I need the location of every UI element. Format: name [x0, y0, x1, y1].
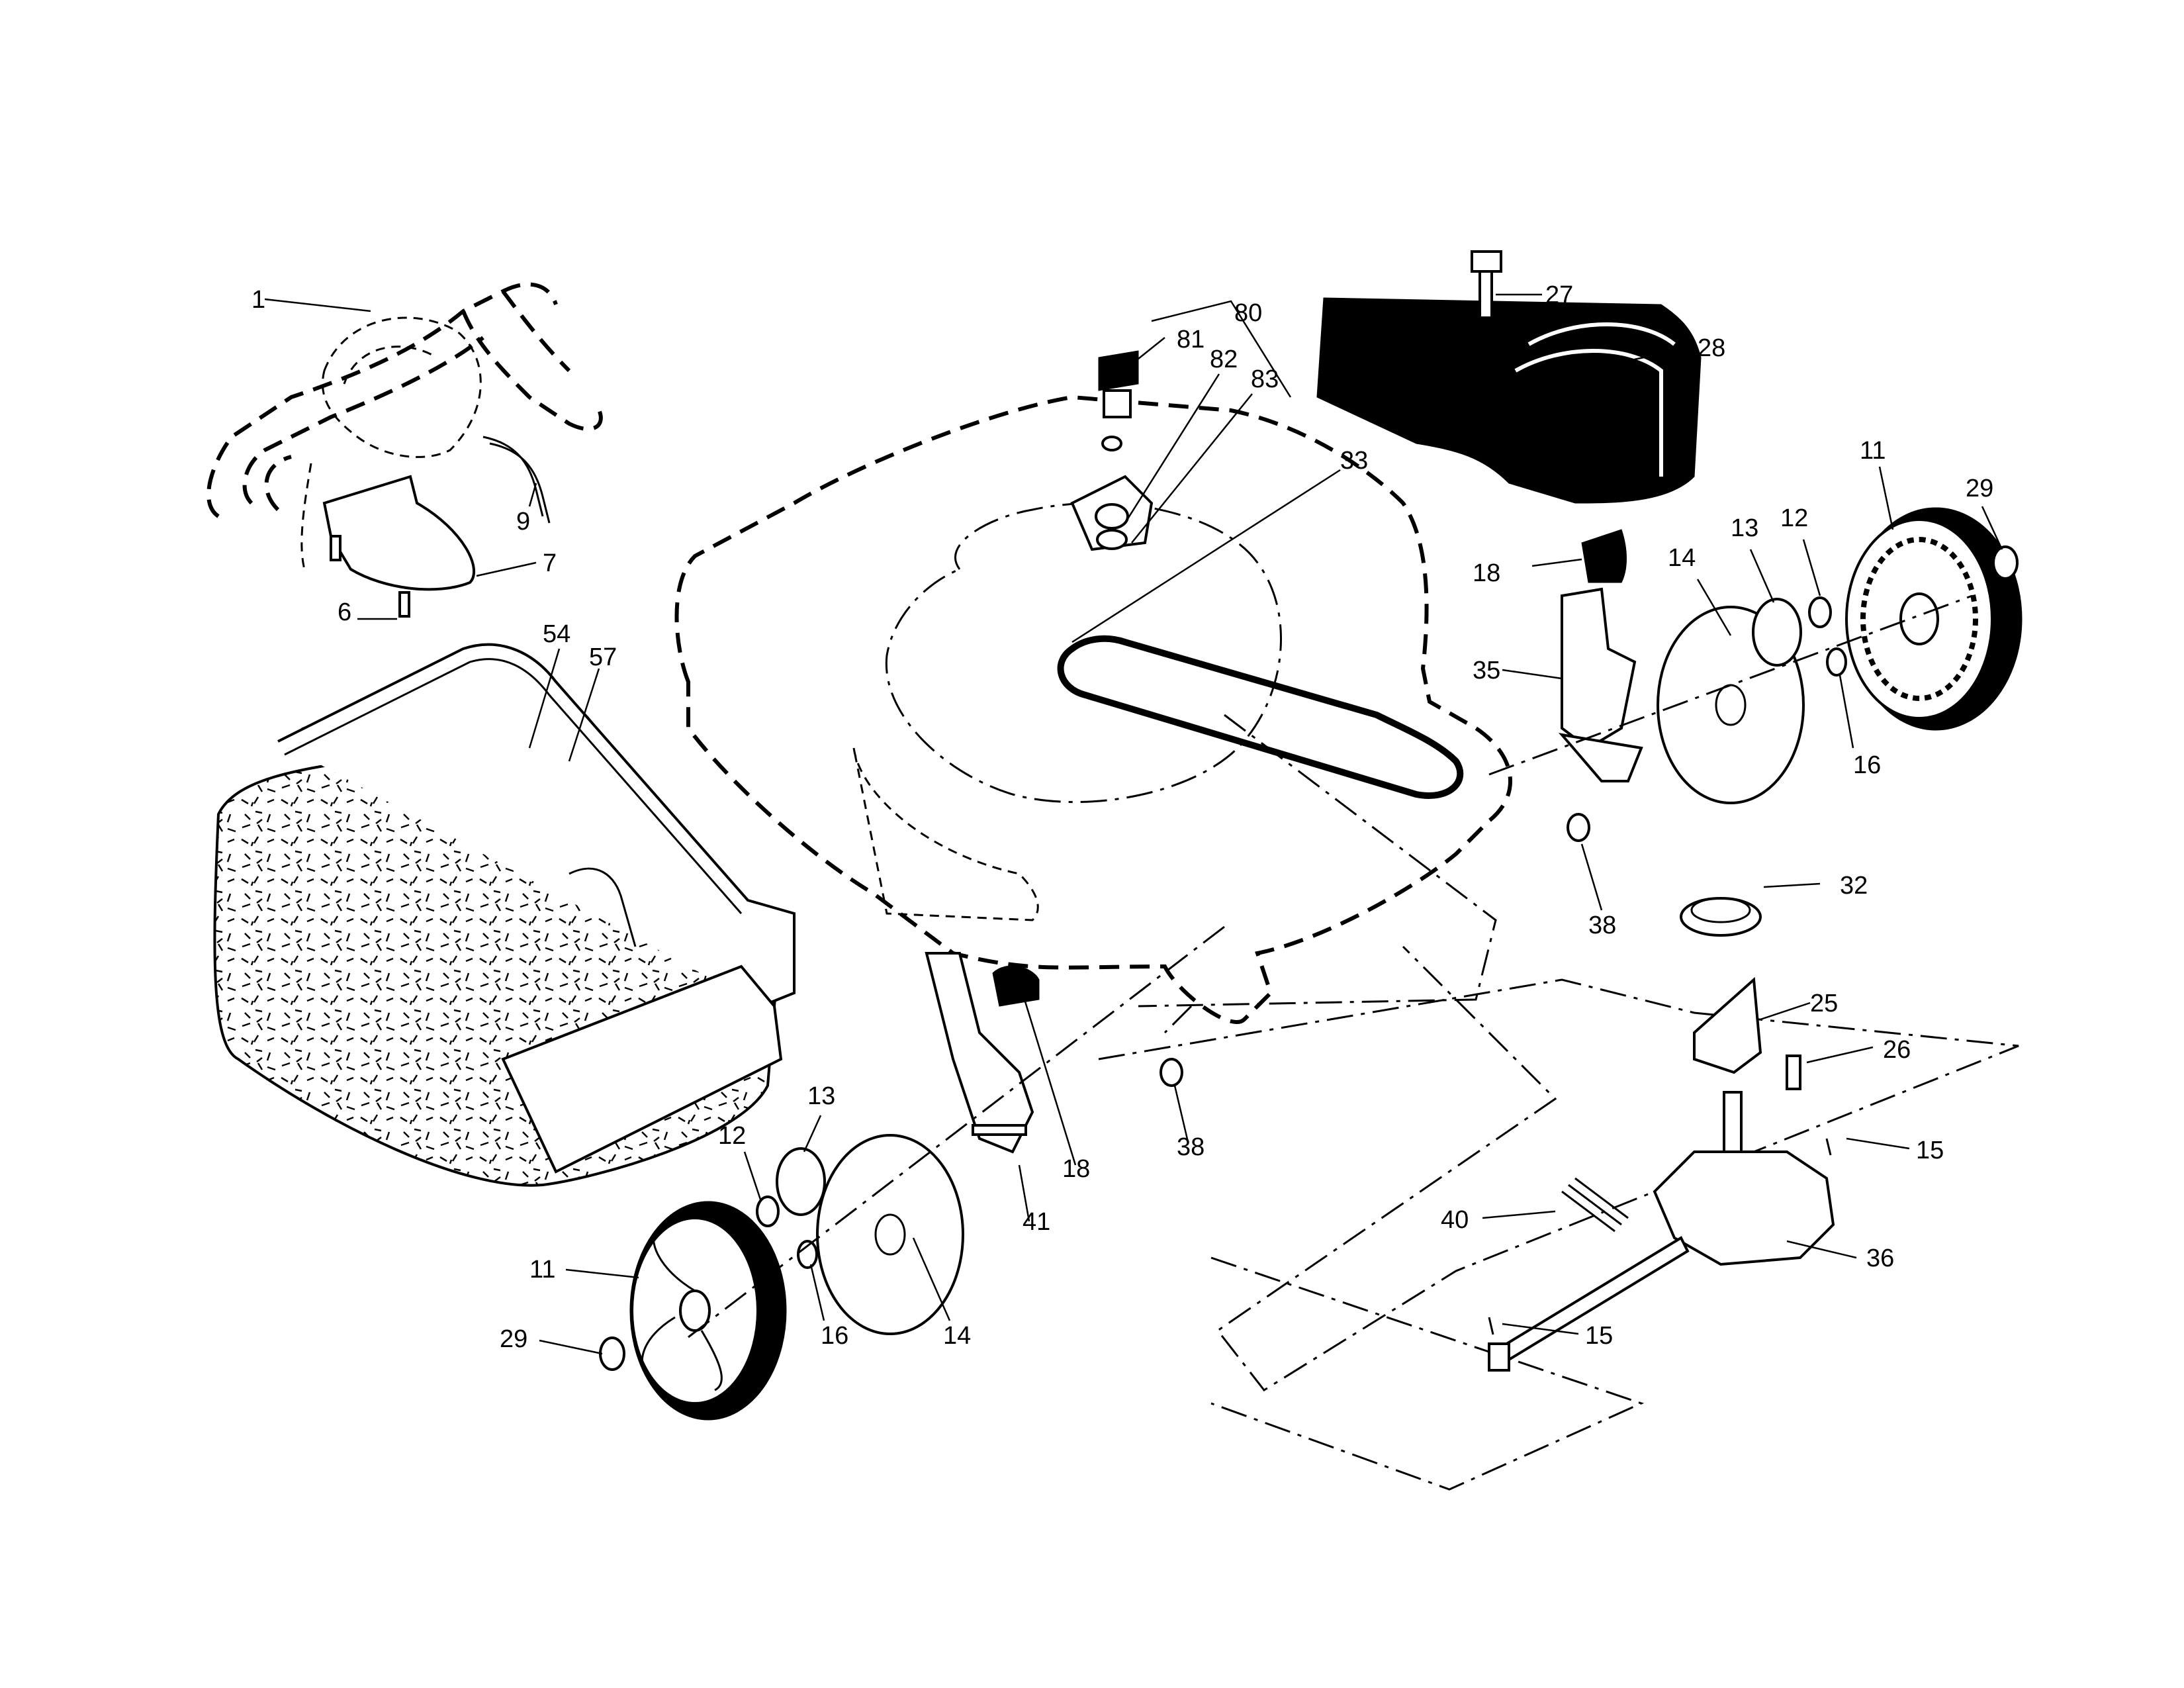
pin-part-15a	[1825, 1138, 1832, 1156]
cable-part-9	[482, 436, 544, 517]
nut-part-38b	[1160, 1058, 1183, 1087]
grass-bag	[213, 643, 796, 1187]
callout-1: 1	[251, 286, 265, 314]
callout-14-left: 14	[943, 1322, 971, 1350]
callout-83: 83	[1251, 365, 1279, 393]
belt-part-33	[1057, 635, 1464, 799]
callout-6: 6	[338, 598, 351, 626]
gear-part-13	[1752, 598, 1802, 667]
rear-flap	[1316, 250, 1702, 504]
callout-13-left: 13	[807, 1082, 835, 1110]
callout-15-lower: 15	[1585, 1322, 1613, 1350]
callout-57: 57	[589, 643, 617, 671]
callout-9: 9	[516, 508, 530, 536]
gearcase-part-36	[1653, 1150, 1835, 1266]
callout-11-right: 11	[1860, 437, 1886, 465]
callout-25: 25	[1810, 990, 1838, 1017]
callout-16-right: 16	[1853, 751, 1881, 779]
callout-7: 7	[543, 549, 557, 577]
callout-33: 33	[1340, 447, 1368, 475]
callout-29-left: 29	[500, 1325, 527, 1353]
callout-41: 41	[1023, 1208, 1050, 1236]
callout-81: 81	[1177, 326, 1205, 353]
callout-27: 27	[1545, 281, 1573, 309]
leader-lines	[264, 293, 2003, 1355]
left-wheel-assembly	[599, 952, 1183, 1421]
handle-assembly	[206, 282, 603, 618]
callout-13-right: 13	[1731, 514, 1758, 542]
callout-18-right: 18	[1473, 559, 1500, 587]
callout-labels: 1 9 7 6 54 57 80 81 82 83 33 27 28 18 35…	[251, 281, 1993, 1353]
washer-part-12	[1808, 596, 1832, 628]
callout-80: 80	[1234, 299, 1262, 327]
callout-54: 54	[543, 620, 570, 648]
screw-part-26	[1786, 1055, 1801, 1090]
washer-part-12b	[756, 1196, 780, 1227]
callout-11-left: 11	[529, 1256, 555, 1284]
callout-15-right: 15	[1916, 1137, 1944, 1164]
callout-35: 35	[1473, 657, 1500, 684]
lever-part-41	[925, 952, 1034, 1154]
callout-36: 36	[1866, 1244, 1894, 1272]
callout-18-left: 18	[1062, 1155, 1090, 1183]
knob-assembly	[1070, 350, 1154, 551]
transmission-assembly	[1488, 897, 1835, 1372]
gear-part-13b	[776, 1147, 826, 1216]
washer-part-16b	[797, 1240, 818, 1269]
callout-16-left: 16	[821, 1322, 848, 1350]
bracket-part-25	[1693, 976, 1762, 1074]
pulley-part-32	[1680, 897, 1762, 937]
screw-part-6	[330, 535, 410, 618]
callout-14-right: 14	[1668, 544, 1696, 572]
nut-part-38	[1567, 813, 1590, 842]
callout-12-right: 12	[1780, 504, 1808, 532]
axle-lines	[688, 594, 1973, 1338]
hubcap-part-14b	[816, 1134, 964, 1335]
callout-38-left: 38	[1177, 1133, 1205, 1161]
nut-part-29b	[599, 1336, 625, 1371]
callout-26: 26	[1883, 1036, 1911, 1064]
pin-part-15b	[1488, 1317, 1494, 1335]
bag-part-1	[321, 316, 482, 458]
right-wheel-assembly	[1558, 507, 2023, 842]
mower-deck	[674, 395, 2019, 1491]
callout-32: 32	[1840, 872, 1868, 900]
callout-29-right: 29	[1966, 475, 1993, 502]
nut-part-29	[1992, 545, 2019, 580]
callout-82: 82	[1210, 346, 1238, 373]
callout-28: 28	[1698, 334, 1725, 362]
spring-part-40	[1561, 1177, 1629, 1233]
callout-38-right: 38	[1588, 912, 1616, 939]
callout-12-left: 12	[718, 1122, 746, 1150]
callout-40: 40	[1441, 1206, 1469, 1234]
washer-part-16	[1826, 647, 1847, 677]
plate-part-7	[322, 475, 476, 591]
